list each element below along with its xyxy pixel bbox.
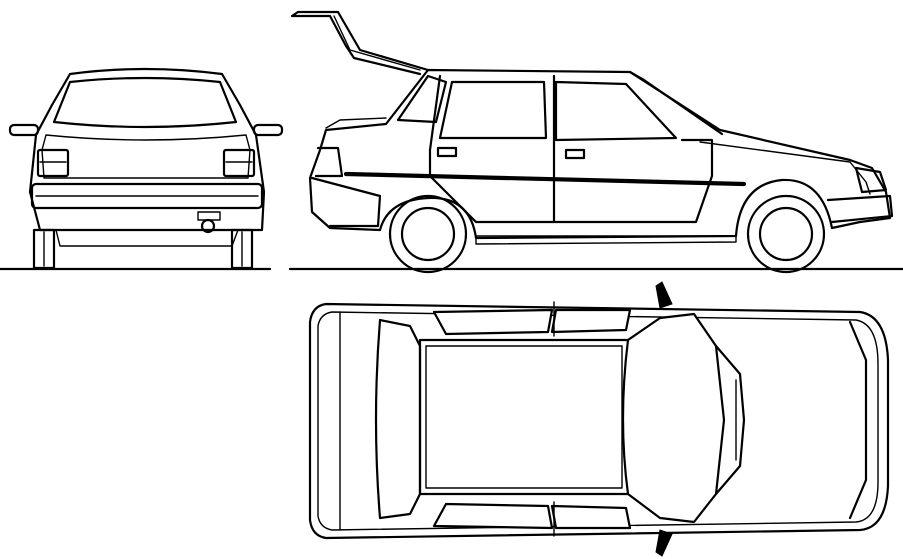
top-right-rear-window <box>432 502 554 530</box>
rear-door-handle <box>436 146 458 158</box>
side-molding-strip <box>343 171 747 187</box>
rear-door <box>428 74 556 224</box>
rear-right-wheel <box>230 228 254 270</box>
roof-panel <box>418 338 630 496</box>
top-right-front-window <box>550 504 632 530</box>
hood-bulge <box>714 344 746 496</box>
top-left-front-window <box>550 308 632 334</box>
rear-left-wheel <box>32 228 56 270</box>
front-bumper <box>826 194 894 224</box>
top-right-mirror <box>655 529 673 557</box>
rear-door-window <box>438 80 548 140</box>
side-rear-bumper <box>310 176 382 228</box>
right-tail-light <box>222 148 256 178</box>
rear-view <box>0 67 284 271</box>
top-left-mirror <box>655 281 673 309</box>
top-view <box>308 281 890 557</box>
windshield <box>628 70 724 136</box>
open-tailgate-inner <box>333 15 421 71</box>
right-mirror <box>252 123 284 137</box>
front-door-handle <box>564 148 586 160</box>
top-body-inner-line <box>317 311 879 531</box>
front-door-window <box>554 80 678 142</box>
headlight <box>854 166 888 194</box>
front-door <box>552 138 714 224</box>
rear-underbody <box>55 229 239 247</box>
top-left-rear-window <box>432 308 554 336</box>
top-rear-window <box>374 318 422 520</box>
tow-hook-mount <box>197 211 221 221</box>
left-mirror <box>8 123 40 137</box>
side-view <box>288 10 903 274</box>
rear-wheel-tire <box>388 194 468 274</box>
side-sill <box>475 235 737 245</box>
hood-line <box>699 141 871 195</box>
side-rear-lamp <box>314 146 344 178</box>
rear-bumper <box>30 182 264 210</box>
front-wheel-rim <box>758 206 814 262</box>
rear-wheel-rim <box>400 206 456 262</box>
rear-hatch-panel <box>41 134 251 179</box>
front-grille-line <box>848 320 868 520</box>
roof-inner <box>425 345 623 489</box>
open-tailgate <box>290 10 430 76</box>
top-windshield <box>621 312 726 524</box>
front-wheel-tire <box>746 194 826 274</box>
rear-spoiler-line <box>325 117 387 129</box>
top-body-outline <box>308 302 890 540</box>
rear-window <box>52 76 238 129</box>
left-tail-light <box>36 148 70 178</box>
